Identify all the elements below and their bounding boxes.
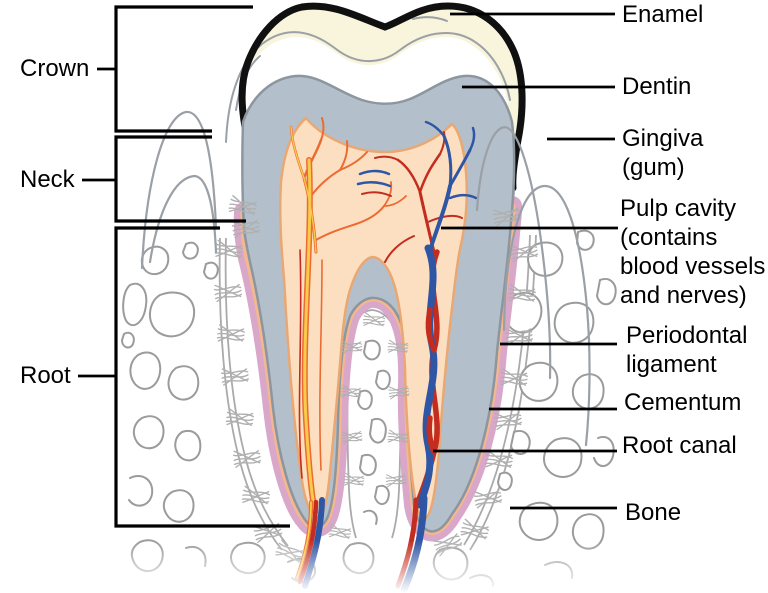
- bone-trabeculae-interradicular: [356, 339, 391, 525]
- bone-trabeculae-left: [120, 241, 219, 572]
- label-dentin: Dentin: [622, 73, 692, 100]
- label-crown: Crown: [20, 55, 90, 82]
- region-brackets: [78, 5, 290, 528]
- leader-lines: [433, 12, 618, 510]
- label-enamel: Enamel: [622, 1, 704, 28]
- label-periodontal-ligament: Periodontal ligament: [626, 322, 748, 378]
- label-root: Root: [20, 362, 71, 389]
- label-bone: Bone: [625, 499, 682, 526]
- gingiva-lines: [140, 110, 591, 447]
- label-neck: Neck: [20, 166, 75, 193]
- label-cementum: Cementum: [624, 389, 742, 416]
- pulp-cavity-shape: [278, 116, 469, 520]
- label-gingiva: Gingiva (gum): [622, 125, 704, 181]
- enamel-outline: [238, 2, 526, 192]
- label-pulp-cavity: Pulp cavity (contains blood vessels and …: [620, 195, 766, 309]
- label-root-canal: Root canal: [622, 432, 737, 459]
- vessel-twist-overlay: [425, 307, 437, 455]
- nerve-core: [290, 126, 317, 514]
- vein-vessels: [356, 120, 478, 509]
- bottom-fade: [0, 540, 768, 593]
- bracket-neck: [114, 135, 246, 223]
